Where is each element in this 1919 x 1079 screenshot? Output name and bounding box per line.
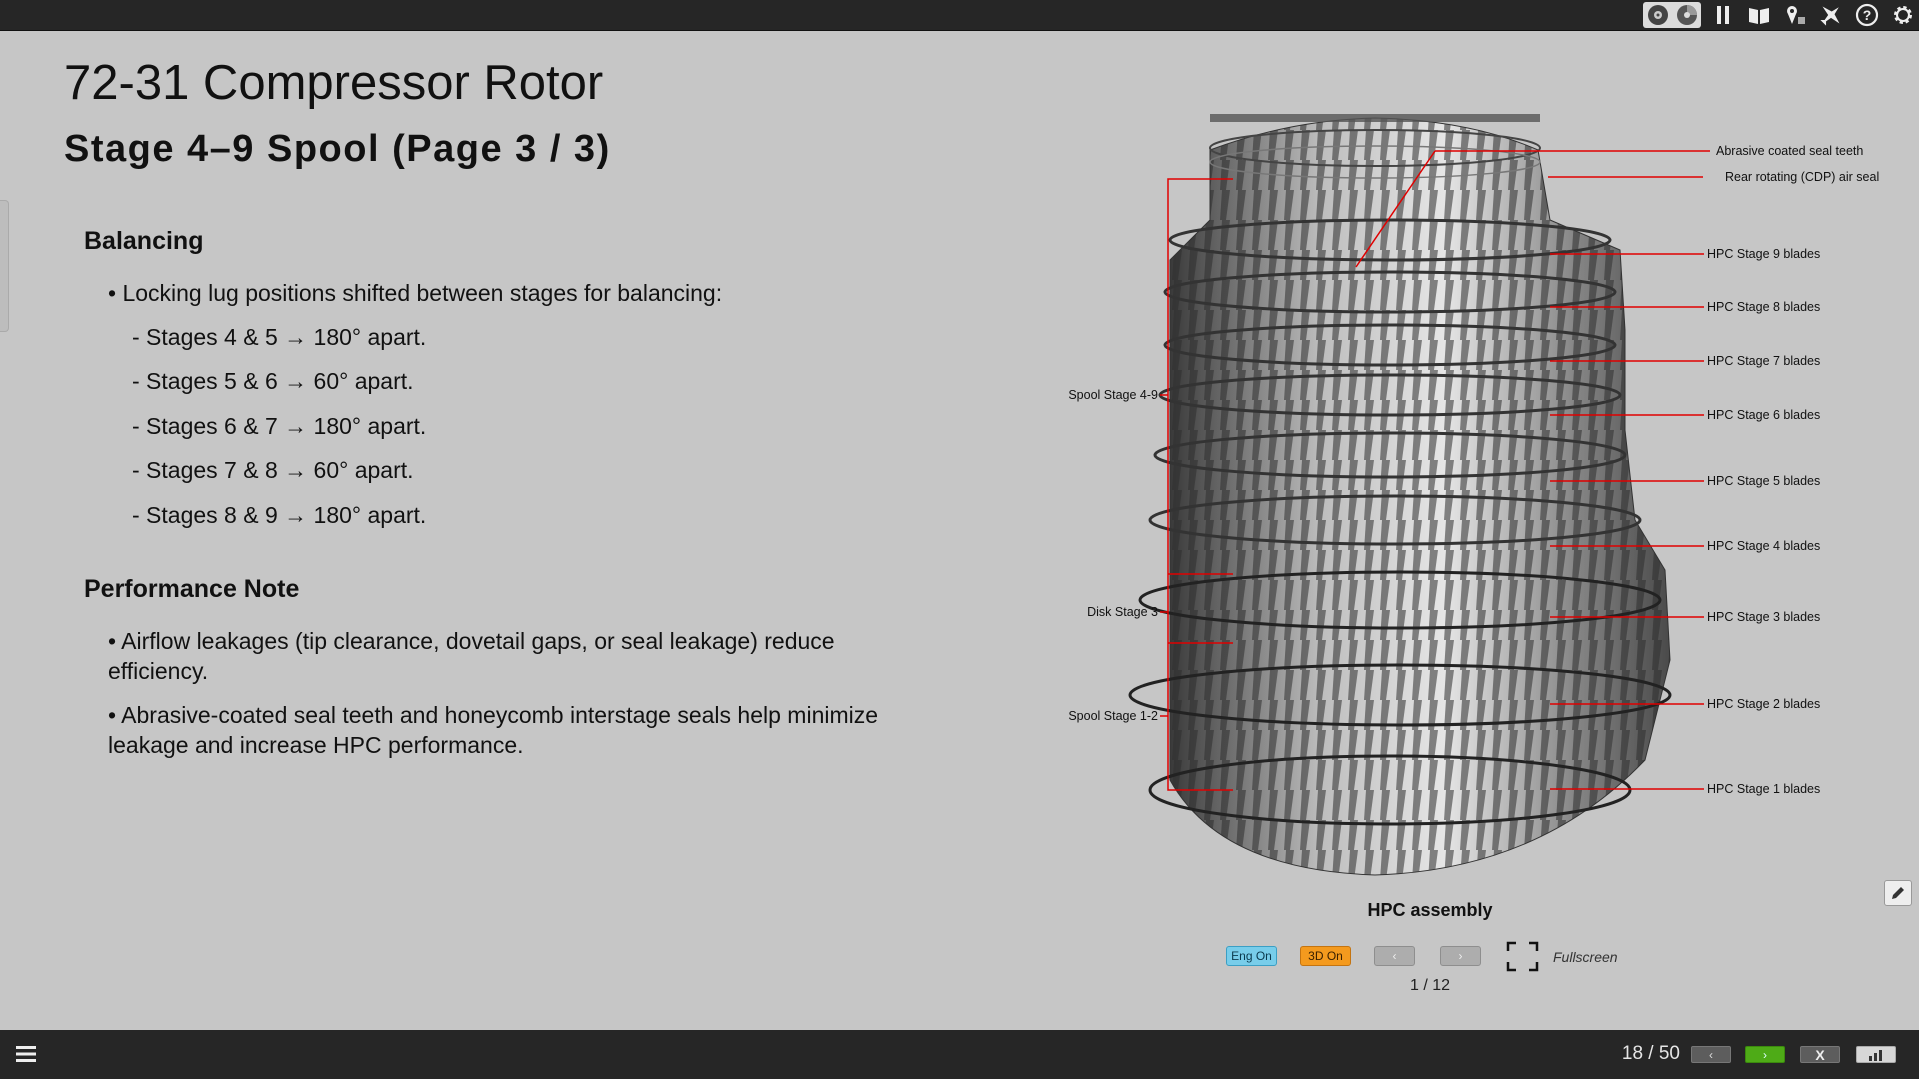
page-subtitle: Stage 4–9 Spool (Page 3 / 3)	[64, 128, 611, 170]
aircraft-button[interactable]	[1817, 2, 1845, 28]
pencil-icon	[1892, 887, 1904, 899]
performance-heading: Performance Note	[84, 575, 300, 603]
help-icon: ?	[1855, 3, 1879, 27]
callout-stage-5-blades: HPC Stage 5 blades	[1707, 474, 1820, 488]
callout-disk-stage-3: Disk Stage 3	[1087, 605, 1158, 619]
balancing-item: - Stages 5 & 6 → 60° apart.	[132, 368, 414, 394]
performance-bullet: • Airflow leakages (tip clearance, dovet…	[108, 628, 835, 684]
menu-icon[interactable]	[14, 1043, 38, 1065]
close-lesson-button[interactable]: X	[1800, 1046, 1840, 1063]
callout-abrasive-seal-teeth: Abrasive coated seal teeth	[1716, 144, 1863, 158]
volume-icon	[1647, 5, 1668, 25]
3d-toggle-button[interactable]: 3D On	[1300, 946, 1351, 966]
previous-page-button[interactable]: ‹	[1691, 1046, 1731, 1063]
figure-page-indicator: 1 / 12	[1409, 977, 1451, 994]
book-button[interactable]	[1745, 2, 1773, 28]
top-toolbar: ?	[0, 0, 1919, 31]
side-panel-tab[interactable]	[0, 200, 9, 332]
toolbar-icons: ?	[1643, 2, 1917, 28]
eng-toggle-button[interactable]: Eng On	[1226, 946, 1277, 966]
fullscreen-label[interactable]: Fullscreen	[1553, 949, 1618, 965]
settings-icon	[1894, 6, 1912, 24]
map-pin-icon	[1787, 6, 1805, 24]
rotor-image	[1128, 114, 1672, 876]
balancing-item: - Stages 6 & 7 → 180° apart.	[132, 413, 427, 439]
balancing-item: - Stages 4 & 5 → 180° apart.	[132, 324, 427, 350]
callout-stage-6-blades: HPC Stage 6 blades	[1707, 408, 1820, 422]
chart-icon	[1869, 1050, 1882, 1061]
next-page-button[interactable]: ›	[1745, 1046, 1785, 1063]
help-button[interactable]: ?	[1853, 2, 1881, 28]
callout-stage-7-blades: HPC Stage 7 blades	[1707, 354, 1820, 368]
callout-lines	[1160, 150, 1710, 791]
balancing-heading: Balancing	[84, 227, 204, 255]
callout-stage-3-blades: HPC Stage 3 blades	[1707, 610, 1820, 624]
book-icon	[1749, 8, 1769, 24]
callout-stage-4-blades: HPC Stage 4 blades	[1707, 539, 1820, 553]
sound-icon	[1676, 5, 1697, 25]
pause-icon	[1717, 6, 1729, 24]
figure-caption: HPC assembly	[1367, 900, 1493, 920]
stats-button[interactable]	[1856, 1046, 1896, 1063]
callout-spool-stage-1-2: Spool Stage 1-2	[1068, 709, 1158, 723]
balancing-bullet: • Locking lug positions shifted between …	[108, 280, 723, 306]
callout-stage-8-blades: HPC Stage 8 blades	[1707, 300, 1820, 314]
volume-control[interactable]	[1643, 2, 1701, 28]
balancing-item: - Stages 8 & 9 → 180° apart.	[132, 502, 427, 528]
callout-spool-stage-4-9: Spool Stage 4-9	[1068, 388, 1158, 402]
performance-bullet: • Abrasive-coated seal teeth and honeyco…	[108, 702, 879, 758]
annotate-button[interactable]	[1884, 880, 1912, 906]
figure-next-button[interactable]: ›	[1440, 946, 1481, 966]
page-title: 72-31 Compressor Rotor	[64, 56, 604, 110]
callout-stage-9-blades: HPC Stage 9 blades	[1707, 247, 1820, 261]
figure-prev-button[interactable]: ‹	[1374, 946, 1415, 966]
callout-stage-2-blades: HPC Stage 2 blades	[1707, 697, 1820, 711]
bottom-navigation-bar: 18 / 50 ‹ › X	[0, 1030, 1919, 1079]
callout-stage-1-blades: HPC Stage 1 blades	[1707, 782, 1820, 796]
hpc-assembly-figure: Abrasive coated seal teeth Rear rotating…	[1068, 114, 1879, 876]
lesson-page-count: 18 / 50	[1621, 1043, 1680, 1064]
settings-button[interactable]	[1889, 2, 1917, 28]
aircraft-icon	[1820, 6, 1840, 26]
svg-text:?: ?	[1863, 7, 1872, 23]
balancing-item: - Stages 7 & 8 → 60° apart.	[132, 457, 414, 483]
pause-button[interactable]	[1709, 2, 1737, 28]
map-pin-button[interactable]	[1781, 2, 1809, 28]
fullscreen-icon[interactable]	[1506, 941, 1539, 972]
callout-rear-air-seal: Rear rotating (CDP) air seal	[1725, 170, 1879, 184]
